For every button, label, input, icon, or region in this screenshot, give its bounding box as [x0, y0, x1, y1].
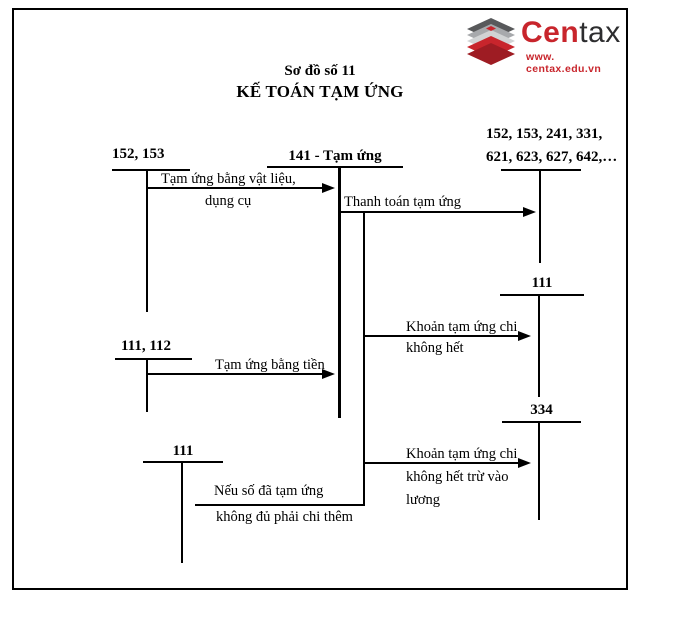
flow-deduct-salary-text3: lương [406, 492, 441, 508]
account-111-right-topline [500, 294, 584, 296]
account-settlement-topline [501, 169, 581, 171]
account-152-153-label: 152, 153 [112, 146, 165, 162]
flow-advance-cash-line [147, 373, 322, 375]
flow-branch-vline [363, 212, 365, 506]
flow-deduct-salary-arrowhead [518, 458, 531, 468]
flow-settle-advance-text: Thanh toán tạm ứng [344, 194, 461, 210]
flow-refund-unused-line [365, 335, 518, 337]
diagram-title: Sơ đồ số 11 KẾ TOÁN TẠM ỨNG [12, 62, 628, 102]
diagram-number: Sơ đồ số 11 [284, 63, 356, 79]
account-152-153-topline [112, 169, 190, 171]
flow-extra-payment-line [195, 504, 365, 506]
account-111-bottom-vline [181, 462, 183, 563]
flow-advance-materials-line [147, 187, 322, 189]
account-111-right-vline [538, 295, 540, 397]
flow-deduct-salary-text2: không hết trừ vào [406, 469, 509, 485]
account-334-label: 334 [530, 402, 553, 418]
account-334-vline [538, 422, 540, 520]
account-111-bottom-topline [143, 461, 223, 463]
page-border [12, 8, 628, 590]
account-settlement-label-line1: 152, 153, 241, 331, [486, 126, 603, 142]
account-settlement-label: 152, 153, 241, 331, 621, 623, 627, 642,… [486, 123, 617, 169]
centax-website: www. centax.edu.vn [526, 51, 602, 75]
flow-extra-payment-text1: Nếu số đã tạm ứng [214, 483, 324, 499]
account-141-vline [338, 167, 341, 418]
centax-logo: Centax www. centax.edu.vn [463, 16, 625, 75]
flow-advance-materials-arrowhead [322, 183, 335, 193]
flow-settle-advance-line [341, 211, 524, 213]
flow-advance-cash-arrowhead [322, 369, 335, 379]
account-334-topline [502, 421, 581, 423]
centax-cube-icon [467, 18, 515, 65]
flow-refund-unused-arrowhead [518, 331, 531, 341]
account-111-112-topline [115, 358, 192, 360]
flow-extra-payment-text2: không đủ phải chi thêm [216, 509, 353, 525]
flow-advance-materials-text1: Tạm ứng bằng vật liệu, [161, 171, 296, 187]
account-111-right-label: 111 [531, 275, 553, 291]
flow-advance-materials-text2: dụng cụ [205, 193, 252, 209]
centax-wordmark: Centax [521, 18, 621, 48]
account-111-112-vline [146, 359, 148, 412]
flow-deduct-salary-text1: Khoản tạm ứng chi [406, 446, 518, 462]
account-141-topline [267, 166, 403, 168]
diagram-heading: KẾ TOÁN TẠM ỨNG [236, 81, 404, 101]
account-111-bottom-label: 111 [172, 443, 194, 459]
centax-wordmark-red: Cen [521, 16, 580, 49]
account-152-153-vline [146, 170, 148, 312]
flow-refund-unused-text1: Khoản tạm ứng chi [406, 319, 518, 335]
account-141-label: 141 - Tạm ứng [288, 148, 382, 164]
account-settlement-label-line2: 621, 623, 627, 642,… [486, 149, 618, 165]
flow-deduct-salary-line [365, 462, 518, 464]
account-settlement-vline [539, 170, 541, 263]
centax-wordmark-dark: tax [579, 16, 621, 49]
flow-advance-cash-text: Tạm ứng bằng tiền [215, 357, 325, 373]
flow-refund-unused-text2: không hết [406, 340, 464, 356]
flow-settle-advance-arrowhead [523, 207, 536, 217]
account-111-112-label: 111, 112 [121, 338, 172, 354]
